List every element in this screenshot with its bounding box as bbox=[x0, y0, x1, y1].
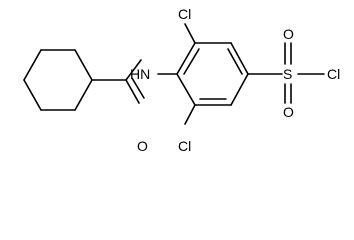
atom-label-cl-bottom: Cl bbox=[178, 138, 191, 154]
chemical-structure-diagram: Cl HN O Cl S O O Cl bbox=[23, 6, 340, 154]
atom-label-sulfonyl-oxygen-bottom: O bbox=[283, 104, 294, 120]
atom-label-nh: HN bbox=[130, 66, 150, 82]
atom-label-sulfur: S bbox=[283, 66, 292, 82]
amide-group bbox=[91, 59, 178, 104]
atom-label-cl-top: Cl bbox=[178, 6, 191, 22]
sulfonyl-group bbox=[284, 42, 325, 104]
bond bbox=[230, 42, 249, 75]
bond bbox=[230, 73, 249, 106]
double-bond-line bbox=[131, 77, 145, 99]
bond bbox=[184, 23, 196, 44]
aromatic-inner-bond bbox=[227, 48, 243, 75]
atom-label-sulfonyl-chlorine: Cl bbox=[327, 66, 340, 82]
bond bbox=[23, 49, 42, 81]
bond bbox=[74, 79, 93, 111]
bond bbox=[184, 104, 196, 125]
aromatic-inner-bond bbox=[183, 48, 200, 75]
substituent-bonds bbox=[184, 23, 283, 125]
benzene-ring bbox=[176, 42, 249, 106]
bond bbox=[74, 49, 93, 81]
bond bbox=[125, 59, 142, 81]
double-bond-line bbox=[125, 79, 140, 104]
atom-label-amide-oxygen: O bbox=[137, 138, 148, 154]
bond bbox=[176, 42, 196, 75]
cyclohexane-ring bbox=[23, 49, 93, 111]
bond bbox=[23, 79, 42, 111]
atom-label-sulfonyl-oxygen-top: O bbox=[283, 26, 294, 42]
bond bbox=[176, 73, 196, 106]
